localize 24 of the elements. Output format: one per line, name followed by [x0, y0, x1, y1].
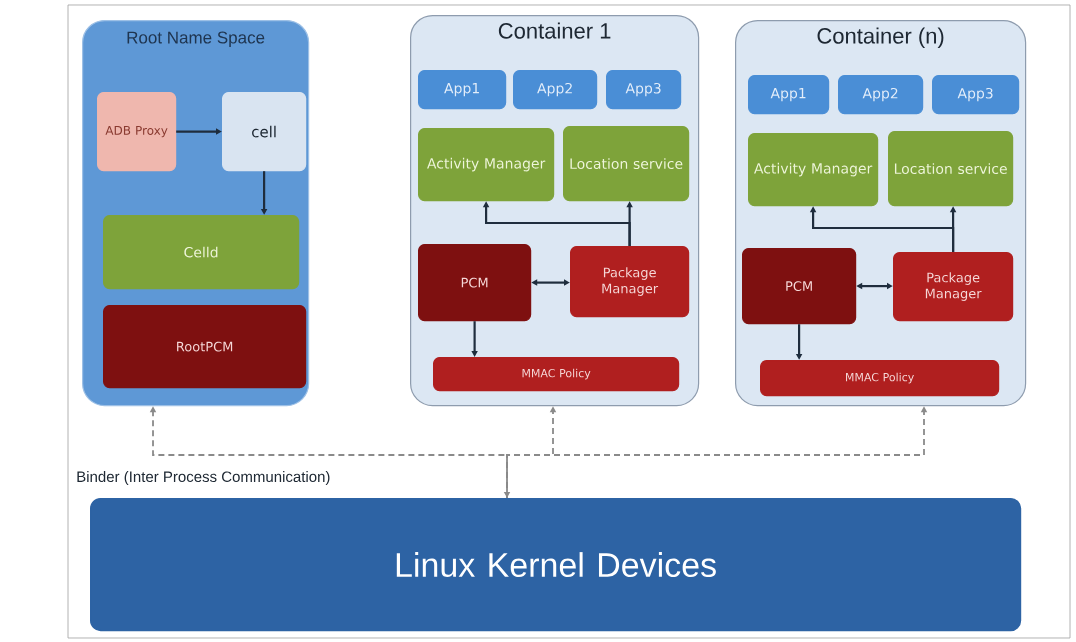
policy-bar: MMAC Policy: [760, 360, 1000, 397]
process-box: cell: [222, 92, 307, 172]
manager-box: Package Manager: [570, 246, 690, 318]
arrow: [176, 128, 222, 135]
app-box: App1: [418, 70, 507, 110]
service-box: Activity Manager: [418, 128, 555, 202]
service-box: Location service: [563, 126, 690, 202]
policy-bar: MMAC Policy: [433, 357, 680, 392]
service-box: Activity Manager: [748, 133, 879, 207]
process-box: PCM: [418, 244, 532, 322]
process-box: PCM: [742, 248, 857, 325]
process-box: ADB Proxy: [97, 92, 177, 172]
app-box: App1: [748, 75, 830, 115]
service-box: Celld: [103, 215, 300, 290]
kernel-bar: Linux Kernel Devices: [90, 498, 1022, 632]
app-box: App3: [932, 75, 1020, 115]
app-box: App3: [606, 70, 682, 110]
manager-box: Package Manager: [893, 252, 1014, 322]
service-box: Location service: [888, 131, 1014, 207]
connector-label: Binder (Inter Process Communication): [77, 471, 330, 485]
arrow: [471, 321, 478, 357]
app-box: App2: [838, 75, 924, 115]
app-box: App2: [513, 70, 598, 110]
process-box: RootPCM: [103, 305, 307, 389]
